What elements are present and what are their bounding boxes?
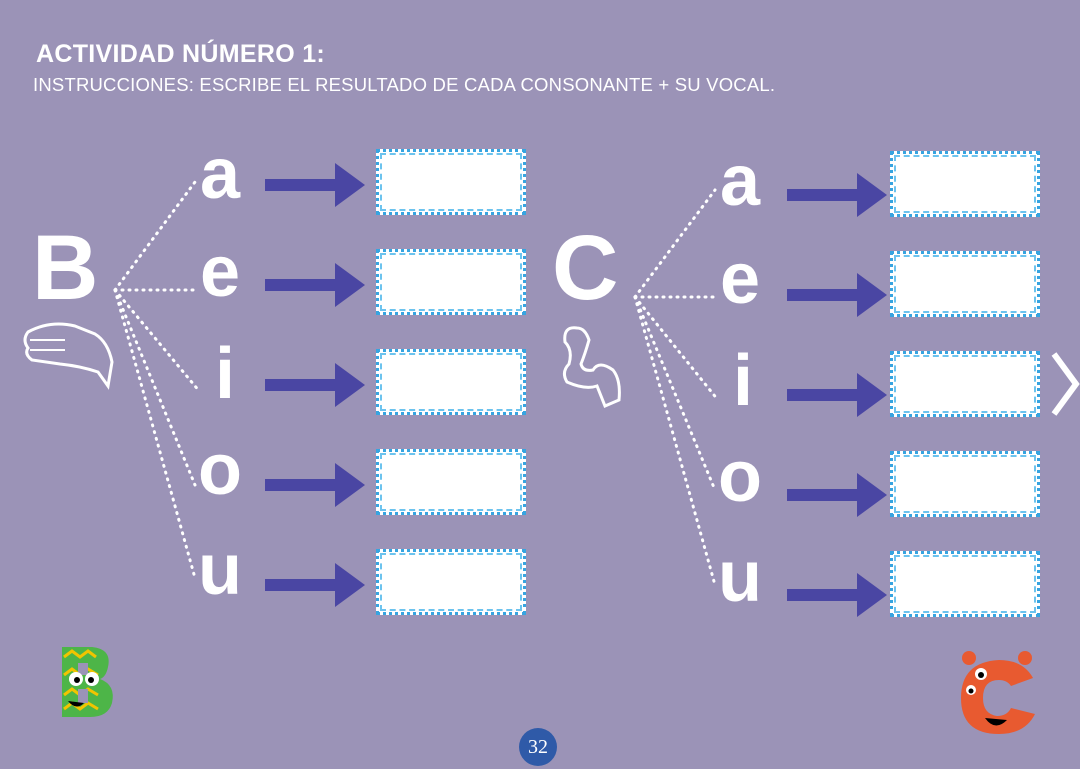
arrow-right-icon [265,363,365,407]
instructions: INSTRUCCIONES: ESCRIBE EL RESULTADO DE C… [33,74,776,95]
answer-box-ci[interactable] [890,351,1040,417]
activity-title: ACTIVIDAD NÚMERO 1: [36,40,326,68]
chevron-right-icon[interactable] [1048,350,1080,418]
vowel-c-i: i [732,341,753,421]
arrow-right-icon [265,163,365,207]
arrow-right-icon [265,263,365,307]
page-number: 32 [519,728,557,766]
vowel-b-a: a [199,134,241,214]
arrow-right-icon [787,173,887,217]
answer-box-cu[interactable] [890,551,1040,617]
answer-box-ca[interactable] [890,151,1040,217]
answer-box-ba[interactable] [376,149,526,215]
answer-box-ce[interactable] [890,251,1040,317]
arrow-right-icon [265,463,365,507]
vowel-b-e: e [199,232,241,312]
answer-box-co[interactable] [890,451,1040,517]
hand-sign-b-icon [23,322,114,390]
answer-box-bi[interactable] [376,349,526,415]
arrow-right-icon [787,273,887,317]
vowel-c-a: a [719,141,761,221]
answer-box-be[interactable] [376,249,526,315]
consonant-c: C [552,217,619,319]
vowel-b-u: u [198,530,242,610]
vowel-c-u: u [718,537,762,617]
consonant-b: B [32,217,99,319]
hand-sign-c-icon [562,326,621,408]
vowel-c-e: e [719,239,761,319]
letter-b-mascot [62,647,113,717]
letter-c-mascot [961,651,1035,734]
arrow-right-icon [787,373,887,417]
answer-box-bo[interactable] [376,449,526,515]
vowel-b-i: i [214,334,235,414]
vowel-c-o: o [718,437,762,517]
arrow-right-icon [787,573,887,617]
arrow-right-icon [265,563,365,607]
arrow-right-icon [787,473,887,517]
vowel-b-o: o [198,430,242,510]
answer-box-bu[interactable] [376,549,526,615]
